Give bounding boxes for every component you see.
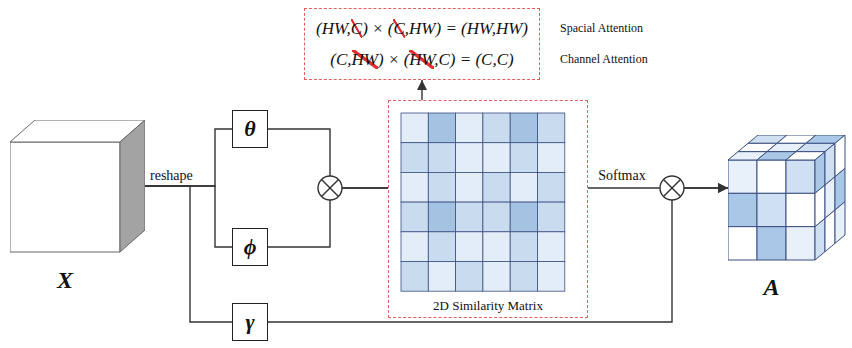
cube-side-face xyxy=(120,120,145,252)
tensor-label: X xyxy=(10,268,120,292)
formula-part: (HW, xyxy=(316,19,351,38)
grid-cell xyxy=(428,232,455,262)
grid-cell xyxy=(538,232,565,262)
formula-text: (C,HW) × (HW,C) = (C,C) xyxy=(330,50,513,70)
grid-cell xyxy=(538,143,565,173)
grid-cell xyxy=(538,113,565,143)
grid-cell xyxy=(456,113,483,143)
grid-cell xyxy=(401,113,428,143)
cube-side-face xyxy=(815,135,845,260)
gamma-box: γ xyxy=(232,303,268,341)
grid-cell xyxy=(401,143,428,173)
connector xyxy=(145,129,232,186)
attention-type-label: Spacial Attention xyxy=(560,21,643,36)
formula-box: (HW,C) × (C,HW) = (HW,HW)(C,HW) × (HW,C)… xyxy=(304,8,540,80)
grid-cell xyxy=(456,262,483,292)
grid-cell xyxy=(401,232,428,262)
multiply-symbol xyxy=(660,176,684,200)
weight-symbol: ϕ xyxy=(244,236,257,258)
grid-cell xyxy=(510,113,537,143)
connector xyxy=(145,186,232,322)
grid-cell xyxy=(483,143,510,173)
formula-part: ) × ( xyxy=(378,50,409,69)
formula-text: (HW,C) × (C,HW) = (HW,HW) xyxy=(316,19,528,39)
formula-part: (C, xyxy=(330,50,351,69)
grid-cell xyxy=(456,172,483,202)
tensor-label: A xyxy=(728,275,815,299)
grid-cell xyxy=(510,143,537,173)
grid-cell xyxy=(428,172,455,202)
grid-cell xyxy=(428,202,455,232)
tensor-cube-drawing xyxy=(10,120,145,262)
cancelled-dimension: C xyxy=(393,19,404,38)
connector xyxy=(421,80,422,100)
operation-label: reshape xyxy=(150,168,193,184)
connector xyxy=(268,188,728,322)
grid-cell xyxy=(538,202,565,232)
grid-cell xyxy=(428,262,455,292)
matrix-caption: 2D Similarity Matrix xyxy=(389,298,587,314)
cube-front-face xyxy=(10,142,120,252)
attention-type-label: Channel Attention xyxy=(560,52,648,67)
grid-cell xyxy=(483,232,510,262)
theta-box: θ xyxy=(232,110,268,148)
grid-cell xyxy=(510,202,537,232)
grid-cell xyxy=(510,232,537,262)
cancelled-dimension: HW xyxy=(409,50,434,69)
grid-cell xyxy=(428,143,455,173)
cube-front-face xyxy=(728,160,815,260)
edge-label: Softmax xyxy=(596,168,647,184)
output-tensor-cube: A xyxy=(728,135,852,310)
grid-cell xyxy=(456,143,483,173)
grid-cell xyxy=(483,202,510,232)
similarity-matrix-box: 2D Similarity Matrix xyxy=(388,100,588,318)
grid-cell xyxy=(428,113,455,143)
input-tensor-cube: X xyxy=(10,120,145,295)
grid-cell xyxy=(538,262,565,292)
formula-part: ) × ( xyxy=(362,19,393,38)
formula-part: ,HW) = (HW,HW) xyxy=(405,19,528,38)
grid-cell xyxy=(538,172,565,202)
grid-cell xyxy=(456,232,483,262)
grid-cell xyxy=(483,262,510,292)
grid-cell xyxy=(483,113,510,143)
weight-symbol: γ xyxy=(245,311,254,333)
connector xyxy=(145,186,232,247)
grid-cell xyxy=(401,202,428,232)
similarity-grid xyxy=(401,113,565,291)
grid-cell xyxy=(483,172,510,202)
grid-cell xyxy=(401,172,428,202)
cancelled-dimension: C xyxy=(351,19,362,38)
phi-box: ϕ xyxy=(232,228,268,266)
grid-cell xyxy=(456,202,483,232)
grid-cell xyxy=(510,172,537,202)
grid-cell xyxy=(401,262,428,292)
multiply-symbol xyxy=(318,176,342,200)
connectors xyxy=(145,80,728,322)
tensor-cube-drawing xyxy=(728,135,852,267)
formula-part: ,C) = (C,C) xyxy=(434,50,513,69)
cancelled-dimension: HW xyxy=(352,50,378,69)
grid-cell xyxy=(510,262,537,292)
weight-symbol: θ xyxy=(244,118,255,140)
